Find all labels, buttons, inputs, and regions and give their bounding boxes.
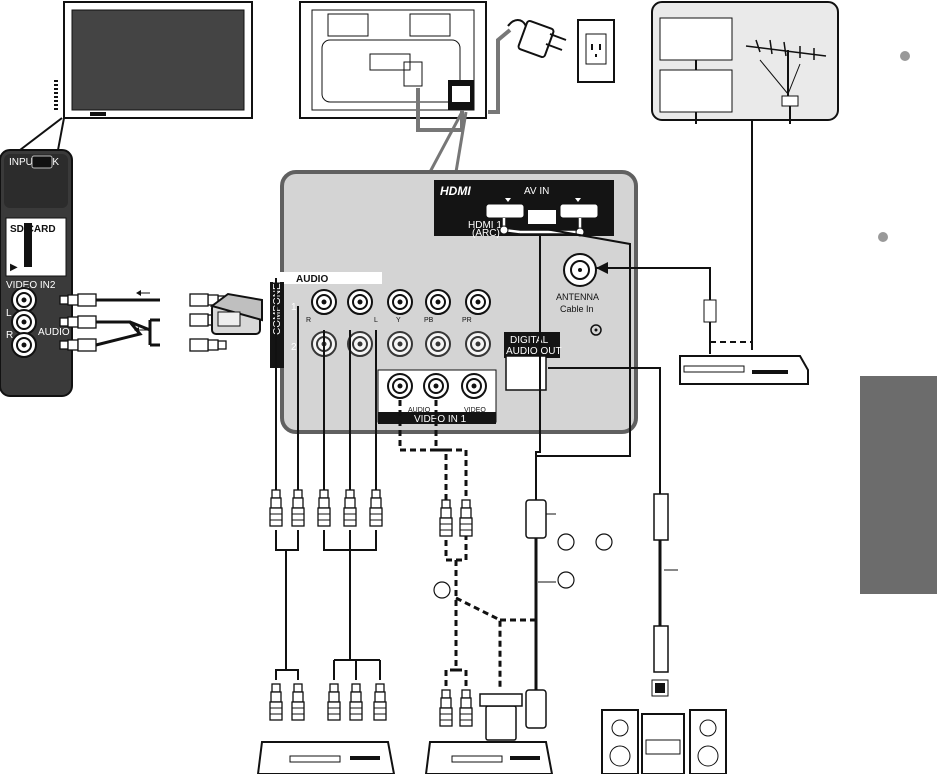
- digital-label: DIGITAL: [510, 335, 549, 346]
- tv-rear-icon: [299, 1, 512, 173]
- hdmi-logo: HDMI: [440, 184, 471, 198]
- vcr-icon: [256, 741, 396, 774]
- camcorder-icon: [209, 292, 263, 335]
- antenna-cable-in-jack[interactable]: [563, 253, 597, 287]
- pb-label: PB: [424, 317, 434, 324]
- audio-out-label: AUDIO OUT: [506, 346, 562, 357]
- y-label: Y: [396, 317, 401, 324]
- cable-in-label: Cable In: [560, 304, 594, 314]
- side-r-label: R: [6, 330, 13, 341]
- video-in1-label: VIDEO IN 1: [414, 414, 467, 425]
- antenna-icon: [745, 39, 827, 107]
- hdmi1-label: HDMI 1: [468, 220, 502, 231]
- comp1-audio-r-jack[interactable]: [311, 289, 337, 315]
- hdmi-cable-icon: [525, 227, 631, 729]
- video-in1-audio-l-jack[interactable]: [423, 373, 449, 399]
- wall-outlet-icon: [577, 19, 615, 83]
- pr-label: PR: [462, 317, 472, 324]
- video-in1-dashed-cables: [398, 400, 540, 690]
- sd-play-icon: ▶: [10, 262, 18, 273]
- hdmi1-port[interactable]: [485, 203, 525, 219]
- rear-panel: HDMI AV IN HDMI 1 (ARC) ANTENNA Cable In…: [270, 170, 638, 434]
- rca-cable-icon: [269, 489, 387, 721]
- video-in1-audio-label: AUDIO: [408, 407, 431, 414]
- dvd-recorder-icon: [679, 355, 809, 385]
- tv-front-icon: [19, 1, 253, 151]
- comp1-pb-jack[interactable]: [425, 289, 451, 315]
- video-in1-video-label: VIDEO: [464, 407, 486, 414]
- section-tab: [860, 376, 937, 594]
- side-audio-label: AUDIO: [38, 327, 70, 338]
- audio-header-label: AUDIO: [296, 274, 328, 285]
- side-rca-cables: [59, 290, 227, 352]
- side-video-jack[interactable]: [11, 287, 37, 313]
- comp1-audio-l-jack[interactable]: [347, 289, 373, 315]
- antenna-box: [651, 1, 839, 124]
- sd-card-label: SD CARD: [10, 224, 56, 235]
- input-ok-button[interactable]: [31, 155, 53, 169]
- side-panel: INPUT/ OK SD CARD ▶ VIDEO IN2 L AUDIO R: [0, 149, 73, 397]
- l-label: L: [374, 317, 378, 324]
- comp1-pr-jack[interactable]: [465, 289, 491, 315]
- side-audio-r-jack[interactable]: [11, 332, 37, 358]
- dvd-player-icon: [424, 693, 554, 774]
- antenna-cable: [596, 120, 753, 354]
- hdmi-port-2[interactable]: [559, 203, 599, 219]
- video-in1-audio-r-jack[interactable]: [387, 373, 413, 399]
- component-1-label: 1: [291, 302, 297, 313]
- comp1-y-jack[interactable]: [387, 289, 413, 315]
- stereo-system-icon: [601, 679, 727, 774]
- component-cables: [275, 278, 381, 680]
- power-plug-icon: [507, 19, 567, 59]
- component-label: COMPONENT: [272, 270, 283, 335]
- av-in-label: AV IN: [524, 186, 549, 197]
- side-l-label: L: [6, 308, 12, 319]
- optical-cable-icon: [548, 367, 678, 673]
- component-2-label: 2: [291, 342, 297, 353]
- video-in2-label: VIDEO IN2: [6, 280, 56, 291]
- r-label: R: [306, 317, 311, 324]
- antenna-label: ANTENNA: [556, 292, 599, 302]
- video-in1-video-jack[interactable]: [461, 373, 487, 399]
- sd-card-slot[interactable]: [5, 217, 67, 277]
- side-audio-l-jack[interactable]: [11, 309, 37, 335]
- arc-label: (ARC): [472, 228, 500, 239]
